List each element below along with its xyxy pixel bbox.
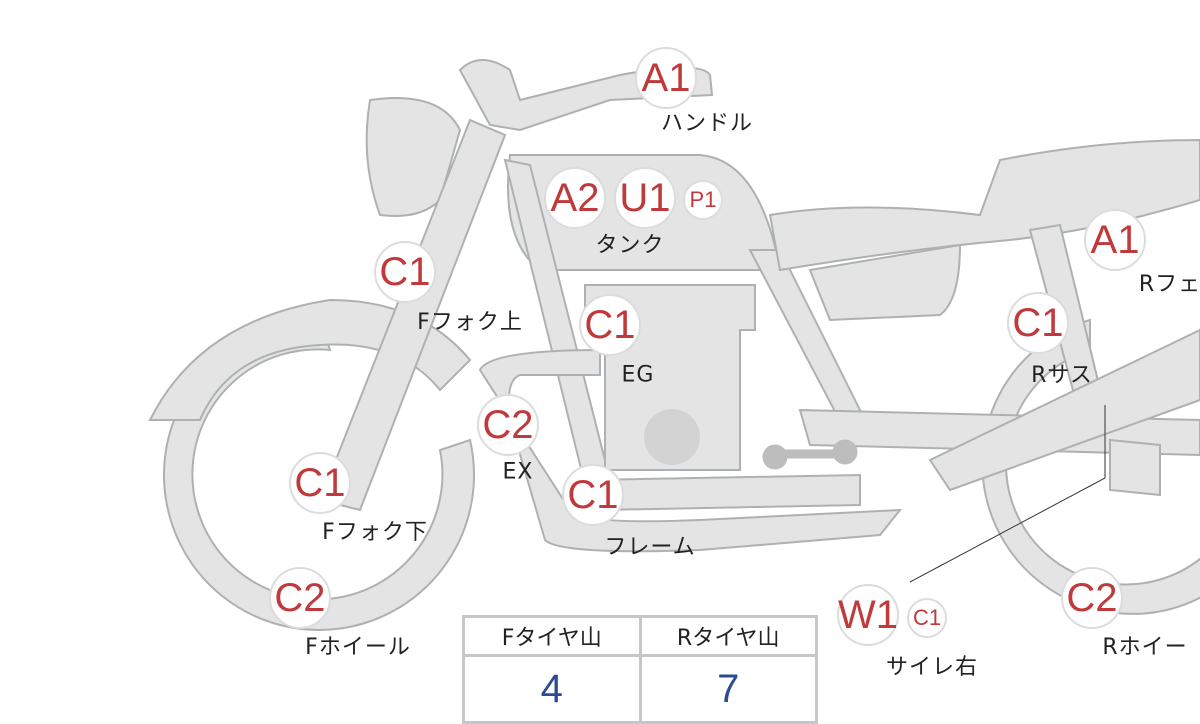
- code-badge[interactable]: P1: [683, 180, 723, 220]
- part-label: Rフェ: [1138, 272, 1200, 297]
- part-label: Rホイー: [1102, 635, 1188, 660]
- side-cover: [808, 243, 962, 322]
- exhaust: [478, 348, 903, 553]
- part-label: Rサス: [1031, 363, 1093, 388]
- engine-case: [644, 409, 700, 465]
- seat: [768, 138, 1200, 272]
- rear-tire-value: 7: [638, 654, 818, 724]
- code-badge[interactable]: A1: [1084, 209, 1146, 271]
- footpeg: [762, 439, 858, 470]
- part-label: Fフォク下: [322, 520, 428, 545]
- muffler: [928, 328, 1200, 492]
- part-label: サイレ右: [885, 655, 979, 680]
- chain-guard: [1109, 438, 1161, 497]
- part-label: ハンドル: [660, 111, 754, 136]
- code-badge[interactable]: U1: [614, 167, 676, 229]
- code-badge[interactable]: C2: [1061, 567, 1123, 629]
- code-badge[interactable]: C2: [477, 394, 539, 456]
- frame-lower: [588, 473, 861, 512]
- leader-line: [909, 405, 1106, 583]
- part-label: タンク: [595, 233, 665, 258]
- part-label: フレーム: [604, 535, 696, 560]
- code-badge[interactable]: C1: [289, 452, 351, 514]
- front-tire-header: Fタイヤ山: [462, 615, 642, 657]
- code-badge[interactable]: C1: [1007, 292, 1069, 354]
- rear-tire-header: Rタイヤ山: [638, 615, 818, 657]
- code-badge[interactable]: C1: [562, 464, 624, 526]
- front-fork: [318, 118, 507, 512]
- headlight: [365, 97, 462, 217]
- code-badge[interactable]: A1: [635, 47, 697, 109]
- code-badge[interactable]: C1: [579, 294, 641, 356]
- code-badge[interactable]: A2: [544, 167, 606, 229]
- front-tire-value: 4: [462, 654, 642, 724]
- front-wheel: [163, 318, 475, 631]
- code-badge[interactable]: C1: [374, 241, 436, 303]
- code-badge[interactable]: C1: [907, 598, 947, 638]
- part-label: Fホイール: [305, 635, 411, 660]
- part-label: Fフォク上: [417, 310, 523, 335]
- code-badge[interactable]: C2: [269, 567, 331, 629]
- code-badge[interactable]: W1: [837, 584, 899, 646]
- rear-wheel: [981, 318, 1200, 615]
- part-label: EX: [502, 459, 534, 485]
- part-label: EG: [621, 362, 655, 388]
